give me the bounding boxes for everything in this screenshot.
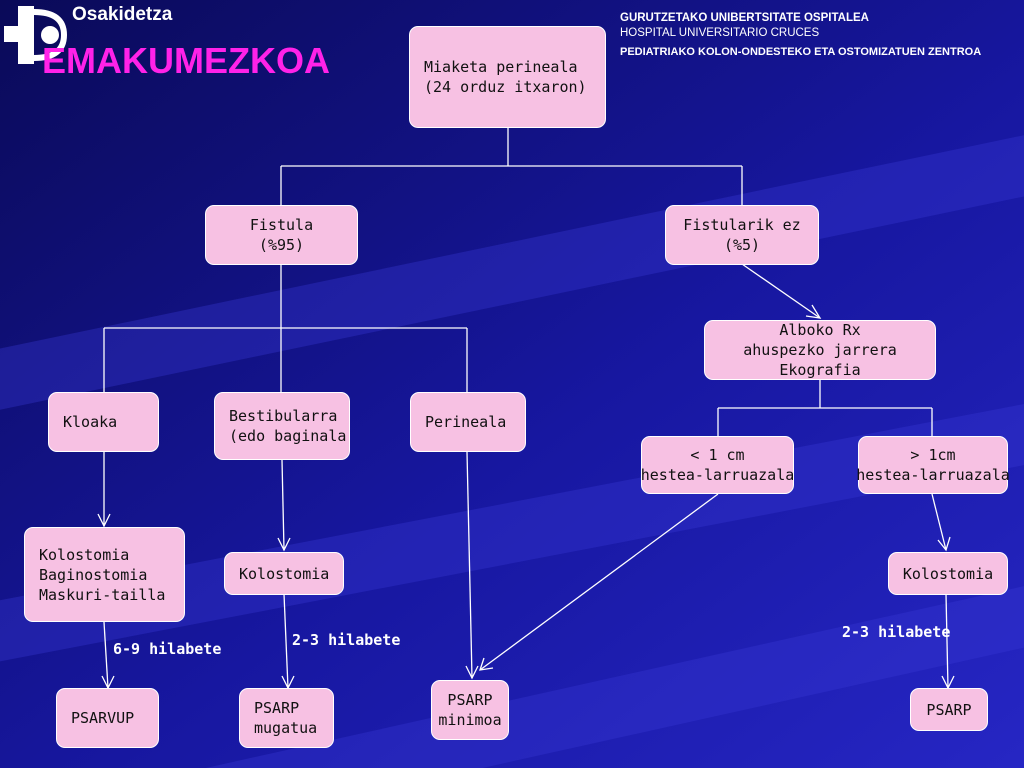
node-text: PSARP bbox=[254, 699, 300, 717]
node-text: > 1cm bbox=[910, 446, 956, 464]
node-fistula: Fistula (%95) bbox=[205, 205, 358, 265]
node-text: Miaketa perineala bbox=[424, 58, 578, 76]
node-text: < 1 cm bbox=[690, 446, 745, 464]
page-title: EMAKUMEZKOA bbox=[42, 40, 330, 81]
node-text: Maskuri-tailla bbox=[39, 585, 166, 604]
node-text: Alboko Rx bbox=[779, 321, 861, 339]
node-text: hestea-larruazala bbox=[856, 466, 1010, 484]
node-psarvup: PSARVUP bbox=[56, 688, 159, 748]
node-text: hestea-larruazala bbox=[640, 466, 795, 484]
node-text: minimoa bbox=[438, 711, 502, 729]
edge-label-6-9-hilabete: 6-9 hilabete bbox=[113, 640, 222, 658]
node-text: PSARVUP bbox=[71, 709, 135, 727]
node-psarp-mugatua: PSARP mugatua bbox=[239, 688, 334, 748]
node-bestibularra: Bestibularra (edo baginala bbox=[214, 392, 350, 460]
edge-label-2-3-hilabete-best: 2-3 hilabete bbox=[292, 631, 401, 649]
edge-label-2-3-hilabete-gt: 2-3 hilabete bbox=[842, 623, 951, 641]
node-kloaka: Kloaka bbox=[48, 392, 159, 452]
node-text: PSARP bbox=[926, 700, 972, 719]
node-text: Fistularik ez bbox=[683, 216, 801, 234]
node-text: ahuspezko jarrera bbox=[743, 341, 897, 359]
node-text: (%95) bbox=[258, 236, 305, 254]
node-psarp-minimoa: PSARP minimoa bbox=[431, 680, 509, 740]
brand-name: Osakidetza bbox=[72, 4, 173, 25]
node-text: Kloaka bbox=[63, 413, 118, 431]
node-text: Kolostomia bbox=[239, 564, 330, 583]
hospital-name-eu: GURUTZETAKO UNIBERTSITATE OSPITALEA bbox=[620, 12, 869, 24]
node-perineala: Perineala bbox=[410, 392, 526, 452]
osakidetza-logo-icon bbox=[4, 6, 68, 64]
node-text: Kolostomia bbox=[39, 545, 130, 564]
node-text: mugatua bbox=[254, 719, 318, 737]
node-miaketa-perineala: Miaketa perineala (24 orduz itxaron) bbox=[409, 26, 606, 128]
node-text: Bestibularra bbox=[229, 407, 338, 425]
hospital-name-es: HOSPITAL UNIVERSITARIO CRUCES bbox=[620, 27, 820, 39]
node-alboko-rx: Alboko Rx ahuspezko jarrera Ekografia bbox=[704, 320, 936, 380]
node-text: Fistula bbox=[249, 216, 314, 234]
node-text: Perineala bbox=[425, 413, 507, 431]
node-text: (24 orduz itxaron) bbox=[424, 78, 587, 96]
node-lt-1cm: < 1 cm hestea-larruazala bbox=[641, 436, 794, 494]
department-name: PEDIATRIAKO KOLON-ONDESTEKO ETA OSTOMIZA… bbox=[620, 46, 982, 58]
node-text: (edo baginala bbox=[229, 427, 347, 445]
node-text: Kolostomia bbox=[902, 564, 994, 583]
node-kolostomia-gt1cm: Kolostomia bbox=[888, 552, 1008, 595]
node-psarp: PSARP bbox=[910, 688, 988, 731]
node-kolostomia-bestibular: Kolostomia bbox=[224, 552, 344, 595]
node-kolostomia-baginostomia: Kolostomia Baginostomia Maskuri-tailla bbox=[24, 527, 185, 622]
node-gt-1cm: > 1cm hestea-larruazala bbox=[856, 436, 1010, 494]
node-text: Ekografia bbox=[779, 361, 861, 379]
node-fistularik-ez: Fistularik ez (%5) bbox=[665, 205, 819, 265]
node-text: (%5) bbox=[723, 236, 761, 254]
node-text: PSARP bbox=[447, 691, 493, 709]
node-text: Baginostomia bbox=[39, 565, 148, 584]
